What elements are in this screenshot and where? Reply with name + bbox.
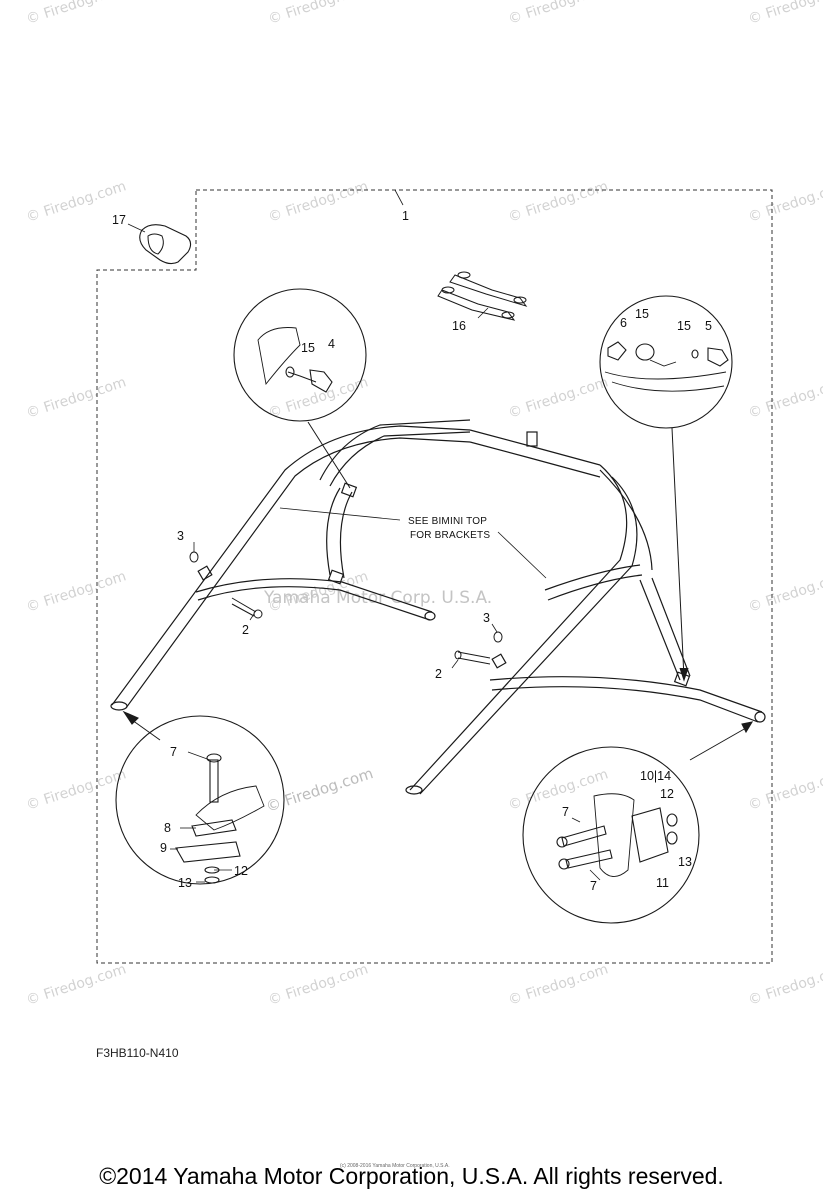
tower-frame: [110, 419, 766, 795]
callout-13: 13: [678, 855, 692, 869]
callout-15: 15: [301, 341, 315, 355]
callout-7: 7: [590, 879, 597, 893]
watermark: © Firedog.com: [266, 961, 370, 1008]
callout-2: 2: [435, 667, 442, 681]
watermark: © Firedog.com: [506, 961, 610, 1008]
callout-13: 13: [178, 876, 192, 890]
callout-15: 15: [677, 319, 691, 333]
detail-bottom-left: [115, 710, 285, 885]
center-watermark: © Firedog.com: [264, 764, 376, 816]
watermark: © Firedog.com: [746, 568, 823, 615]
mid-watermark: Yamaha Motor Corp. U.S.A.: [263, 588, 492, 608]
callout-12: 12: [660, 787, 674, 801]
watermark: © Firedog.com: [506, 0, 610, 28]
watermark: © Firedog.com: [266, 0, 370, 28]
watermark: © Firedog.com: [746, 374, 823, 421]
callout-15: 15: [635, 307, 649, 321]
watermark-layer: © Firedog.com © Firedog.com © Firedog.co…: [24, 0, 823, 1009]
part-16-bracket: [437, 271, 528, 321]
watermark: © Firedog.com: [506, 178, 610, 225]
note-line-1: SEE BIMINI TOP: [408, 516, 487, 527]
assembly-outline: [96, 189, 773, 964]
watermark: © Firedog.com: [24, 374, 128, 421]
callout-3: 3: [483, 611, 490, 625]
detail-bottom-right: [522, 721, 754, 924]
callout-8: 8: [164, 821, 171, 835]
watermark: © Firedog.com: [746, 178, 823, 225]
callout-2: 2: [242, 623, 249, 637]
tiny-copyright: (c) 2008-2016 Yamaha Motor Corporation, …: [340, 1163, 450, 1169]
watermark: © Firedog.com: [746, 0, 823, 28]
watermark: © Firedog.com: [746, 766, 823, 813]
callout-9: 9: [160, 841, 167, 855]
callout-labels: 1 17 16 15 4 6 15 15 5 3 2 3 2 7 8 9 12 …: [112, 209, 712, 893]
watermark: © Firedog.com: [24, 0, 128, 28]
callout-16: 16: [452, 319, 466, 333]
part-code: F3HB110-N410: [96, 1046, 179, 1060]
copyright-notice: ©2014 Yamaha Motor Corporation, U.S.A. A…: [99, 1163, 724, 1189]
watermark: © Firedog.com: [24, 766, 128, 813]
callout-12: 12: [234, 864, 248, 878]
part-17-cap: [127, 223, 192, 265]
detail-top-right: [599, 295, 733, 682]
detail-top-left: [233, 288, 367, 489]
bimini-note: SEE BIMINI TOP FOR BRACKETS: [408, 516, 490, 541]
callout-7: 7: [170, 745, 177, 759]
bolts-2-3: [189, 542, 503, 669]
watermark: © Firedog.com: [746, 961, 823, 1008]
note-line-2: FOR BRACKETS: [410, 530, 490, 541]
callout-11: 11: [656, 876, 669, 890]
watermark: © Firedog.com: [266, 374, 370, 421]
callout-7: 7: [562, 805, 569, 819]
callout-3: 3: [177, 529, 184, 543]
watermark: © Firedog.com: [24, 568, 128, 615]
leader-lines: [170, 189, 601, 883]
callout-10-14: 10|14: [640, 769, 671, 783]
watermark: © Firedog.com: [266, 178, 370, 225]
callout-5: 5: [705, 319, 712, 333]
callout-17: 17: [112, 213, 126, 227]
watermark: © Firedog.com: [506, 374, 610, 421]
callout-6: 6: [620, 316, 627, 330]
callout-4: 4: [328, 337, 335, 351]
watermark: © Firedog.com: [24, 961, 128, 1008]
callout-1: 1: [402, 209, 409, 223]
